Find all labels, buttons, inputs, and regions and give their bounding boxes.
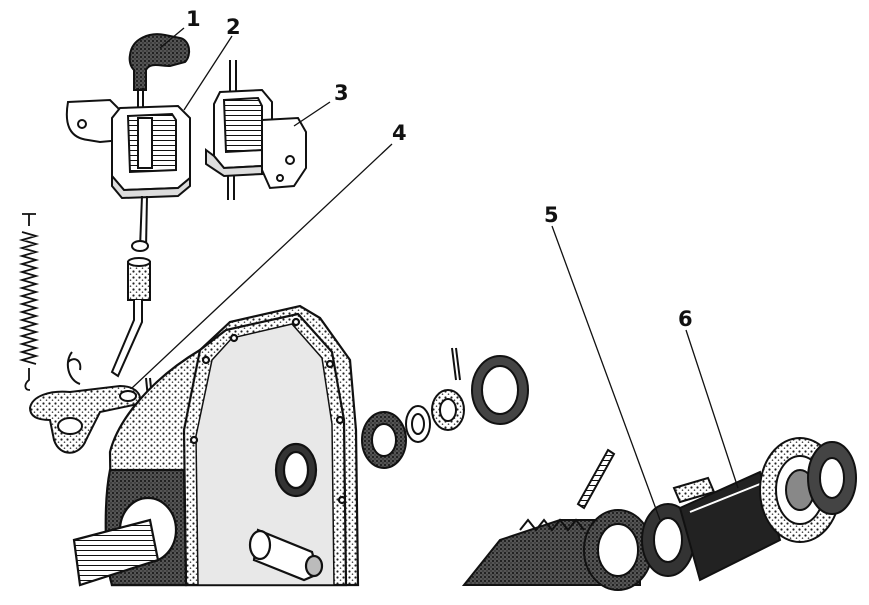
callout-2: 2 bbox=[226, 15, 241, 39]
leader-line-5 bbox=[551, 225, 661, 521]
shift-fork-part bbox=[28, 377, 153, 454]
callout-labels: 1 2 3 4 5 6 bbox=[186, 7, 693, 331]
leader-lines bbox=[131, 27, 739, 521]
callout-4: 4 bbox=[392, 121, 407, 145]
leader-line-4 bbox=[131, 143, 393, 389]
lever-housing-bracket-part bbox=[65, 98, 191, 249]
leader-line-2 bbox=[183, 35, 233, 111]
gearbox-housing-part bbox=[72, 304, 360, 587]
shaft-assembly-part bbox=[461, 437, 857, 591]
callout-6: 6 bbox=[678, 307, 693, 331]
shift-lever-knob-part bbox=[128, 33, 191, 112]
return-spring-part bbox=[18, 213, 40, 391]
linkage-rod-part bbox=[66, 240, 151, 385]
callout-3: 3 bbox=[334, 81, 349, 105]
bearing-set-part bbox=[361, 347, 529, 469]
leader-line-3 bbox=[293, 101, 331, 127]
leader-line-6 bbox=[685, 329, 739, 489]
callout-1: 1 bbox=[186, 7, 201, 31]
guide-bracket-part bbox=[205, 60, 307, 200]
pin-and-key-part bbox=[576, 448, 716, 510]
callout-5: 5 bbox=[544, 203, 559, 227]
leader-line-1 bbox=[159, 27, 185, 49]
